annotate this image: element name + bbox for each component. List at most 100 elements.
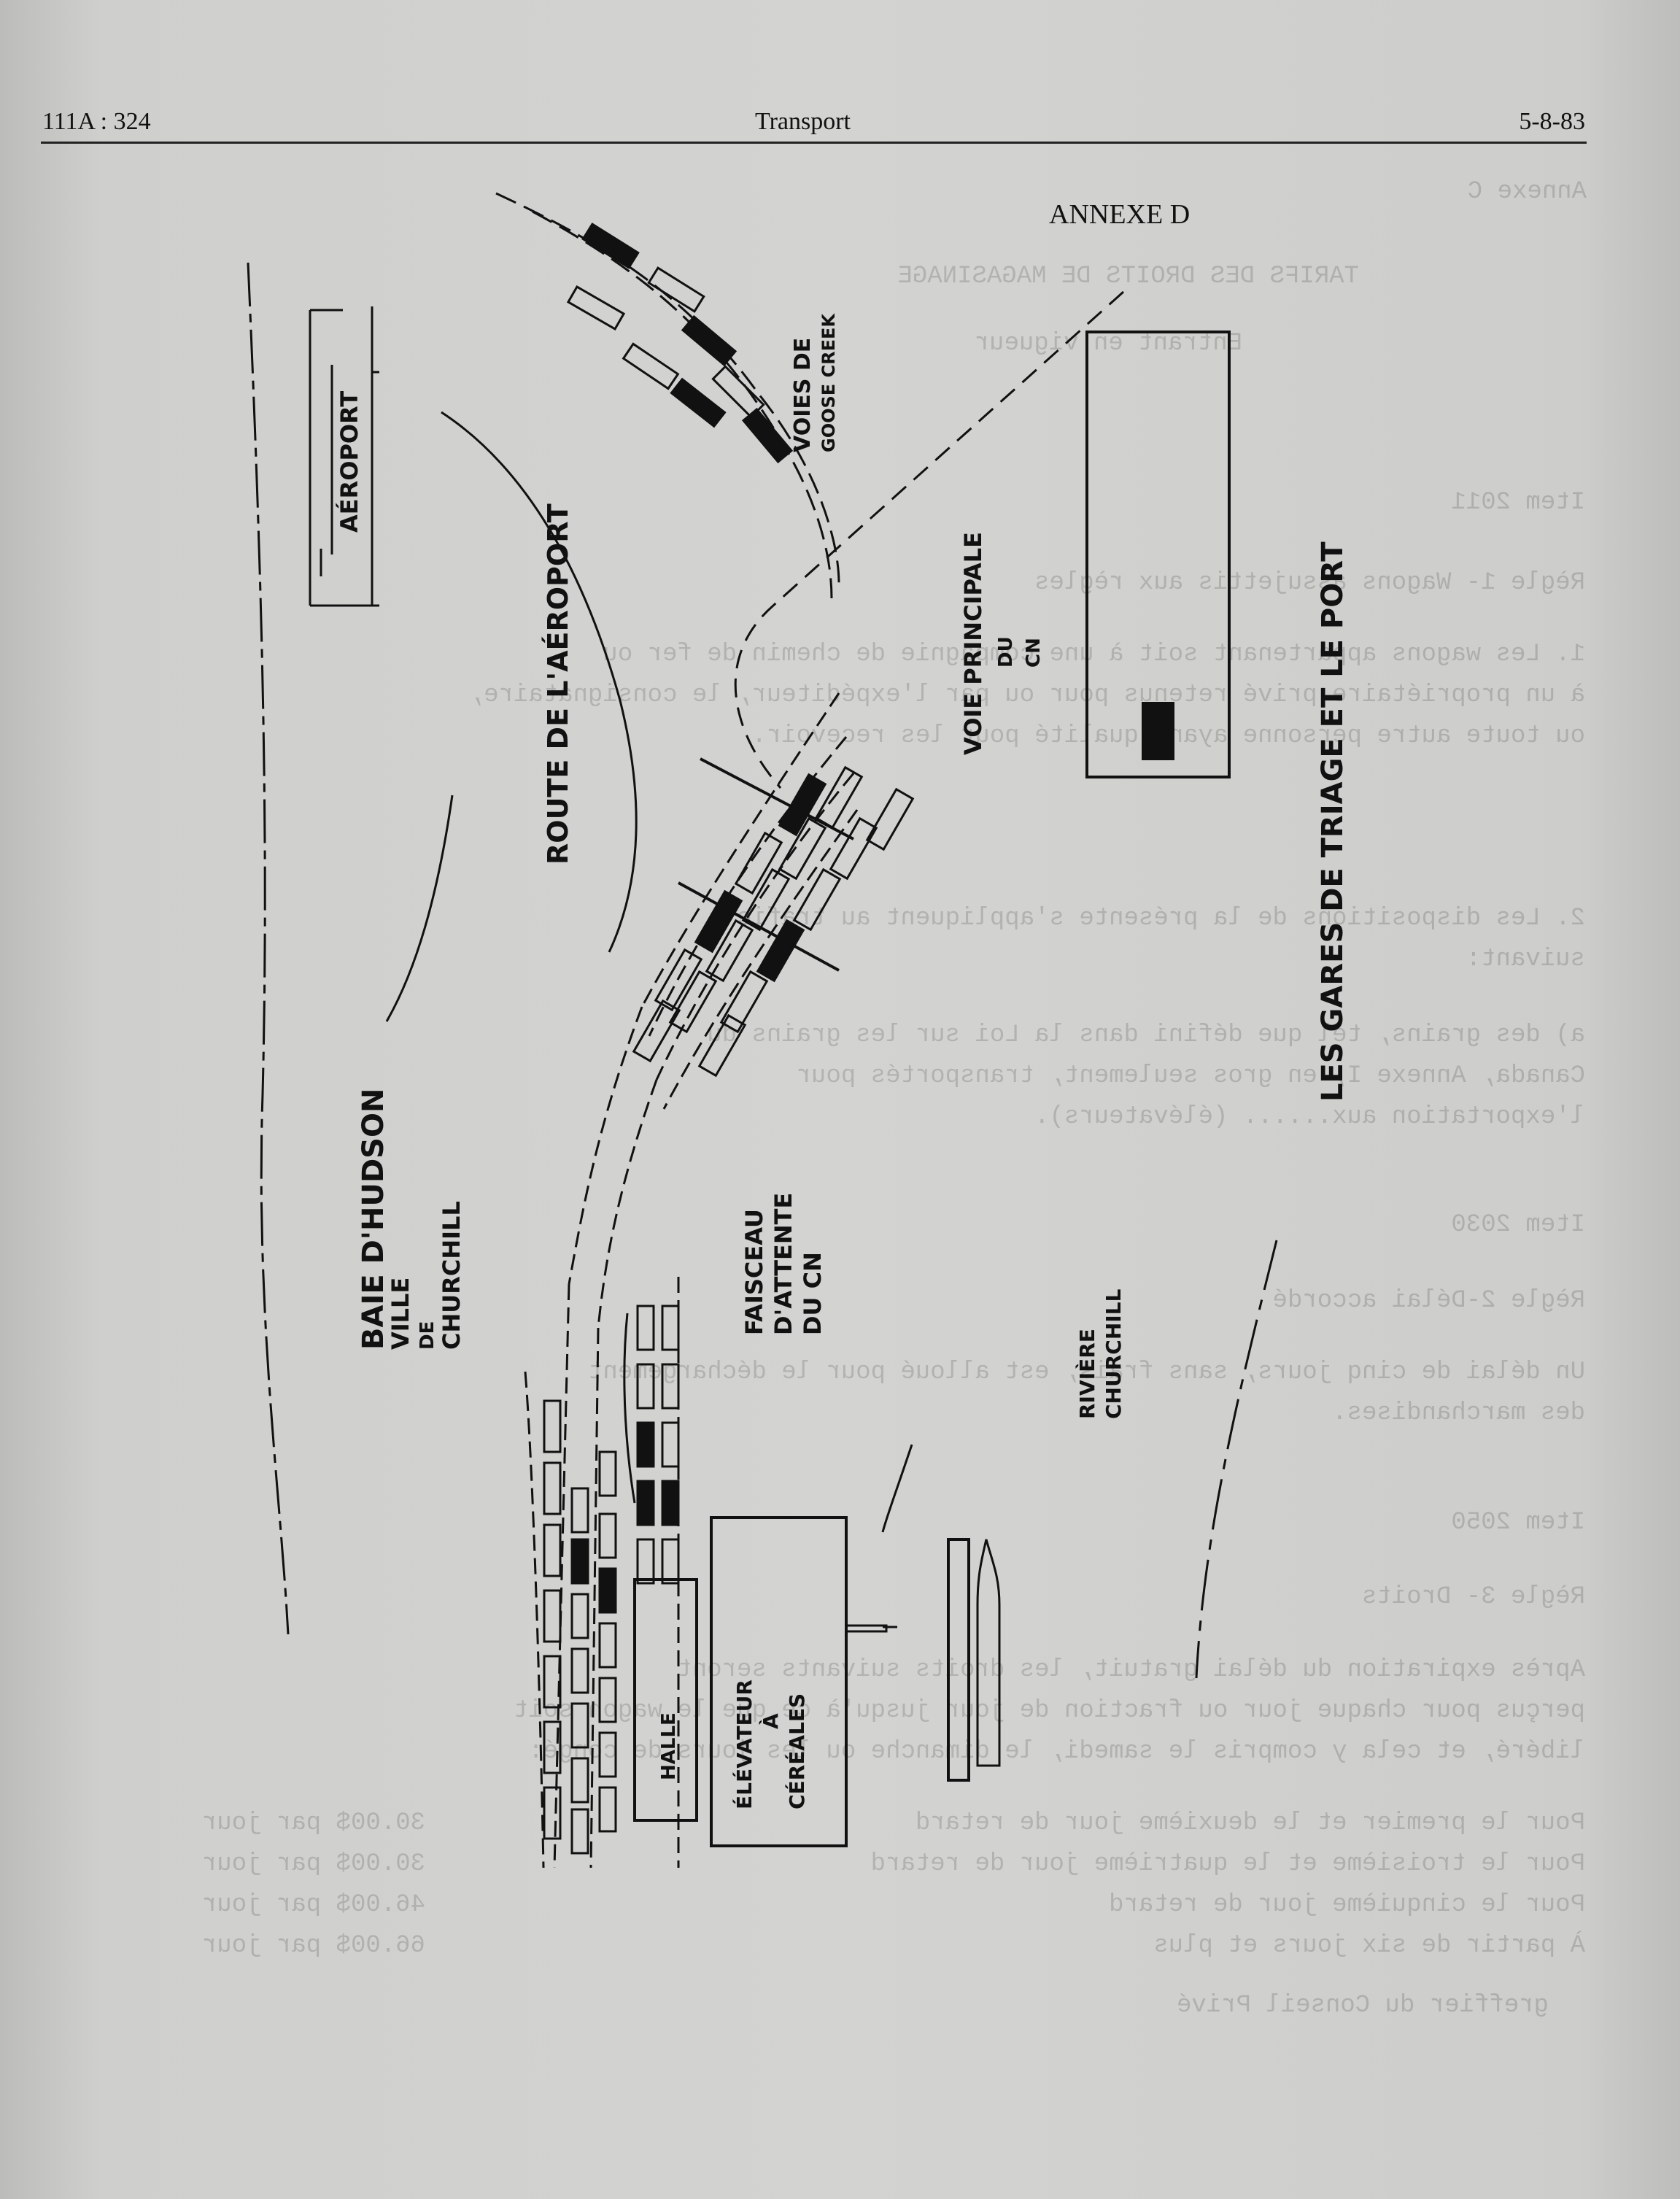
section-title: Transport bbox=[755, 108, 851, 135]
port-track bbox=[524, 1371, 545, 1868]
rail-wagon bbox=[570, 1538, 589, 1585]
rail-wagon bbox=[734, 831, 783, 895]
churchill-river-bank bbox=[1195, 1240, 1278, 1679]
label-cn-main-line-line: DU bbox=[995, 636, 1017, 668]
elevator-gallery bbox=[845, 1624, 888, 1633]
rail-wagon bbox=[570, 1702, 589, 1749]
rail-wagon bbox=[566, 285, 626, 331]
rail-wagon bbox=[668, 970, 718, 1034]
grain-elevator bbox=[710, 1516, 848, 1847]
goose-creek-track bbox=[532, 210, 833, 599]
rail-wagon bbox=[694, 889, 743, 954]
rail-wagon bbox=[570, 1808, 589, 1855]
hudson-bay-shoreline bbox=[247, 262, 290, 1635]
rail-wagon bbox=[647, 266, 705, 313]
airport-runway bbox=[309, 306, 379, 607]
airport-road bbox=[441, 411, 638, 953]
rail-wagon bbox=[598, 1567, 617, 1614]
label-churchill-town: VILLE DE CHURCHILL bbox=[387, 1201, 465, 1350]
rail-wagon bbox=[622, 342, 680, 390]
airport-road-left-edge bbox=[385, 795, 454, 1022]
port-track bbox=[623, 1313, 636, 1504]
label-churchill-town-line: DE bbox=[417, 1321, 438, 1350]
yard-track bbox=[568, 1006, 643, 1285]
rail-wagon bbox=[681, 314, 738, 367]
rail-wagon bbox=[756, 919, 805, 983]
rail-wagon bbox=[543, 1589, 562, 1643]
port-track bbox=[553, 1283, 570, 1868]
rail-wagon bbox=[654, 948, 703, 1012]
rail-wagon bbox=[570, 1487, 589, 1534]
rail-wagon bbox=[829, 816, 878, 881]
rail-wagon bbox=[792, 867, 842, 932]
freight-shed bbox=[633, 1578, 698, 1822]
rail-wagon bbox=[598, 1677, 617, 1723]
rail-wagon bbox=[598, 1512, 617, 1559]
rail-wagon bbox=[543, 1655, 562, 1709]
label-goose-creek-line: VOIES DE bbox=[790, 338, 816, 452]
label-churchill-river: RIVIÈRE CHURCHILL bbox=[1075, 1288, 1126, 1419]
document-date: 5-8-83 bbox=[1519, 108, 1585, 135]
label-grain-elevator-line: CÉRÉALES bbox=[784, 1693, 809, 1809]
rail-wagon bbox=[636, 1538, 655, 1585]
rail-wagon bbox=[570, 1647, 589, 1694]
label-grain-elevator-line: À bbox=[758, 1713, 783, 1729]
yard-track bbox=[597, 1079, 658, 1329]
rail-wagon bbox=[778, 816, 827, 881]
label-goose-creek: VOIES DE GOOSE CREEK bbox=[790, 313, 839, 452]
rail-wagon bbox=[598, 1731, 617, 1778]
rail-wagon bbox=[543, 1461, 562, 1515]
yard-crossroads bbox=[678, 757, 854, 972]
yard-track bbox=[655, 773, 855, 1081]
port-wagons bbox=[543, 1305, 680, 1855]
label-churchill-town-line: CHURCHILL bbox=[438, 1201, 465, 1350]
label-cn-holding-yard-line: DU CN bbox=[799, 1252, 827, 1335]
holding-yard-wagons bbox=[632, 765, 915, 1078]
rail-wagon bbox=[543, 1399, 562, 1453]
dock bbox=[947, 1538, 970, 1782]
label-churchill-river-line: RIVIÈRE bbox=[1075, 1329, 1099, 1419]
label-cn-holding-yard-line: D'ATTENTE bbox=[770, 1193, 797, 1335]
rail-wagon bbox=[543, 1786, 562, 1840]
label-grain-elevator: ÉLÉVATEUR À CÉRÉALES bbox=[732, 1680, 809, 1809]
rail-wagon bbox=[719, 970, 769, 1034]
rail-wagon bbox=[581, 223, 640, 269]
rail-wagon bbox=[598, 1450, 617, 1497]
rail-wagon bbox=[632, 999, 681, 1063]
rail-wagon bbox=[865, 787, 915, 851]
rail-wagon bbox=[778, 773, 827, 837]
goose-creek-wagons bbox=[566, 223, 794, 464]
rail-wagon bbox=[661, 1538, 680, 1585]
label-hudson-bay: BAIE D'HUDSON bbox=[357, 1089, 390, 1350]
label-cn-main-line-line: VOIE PRINCIPALE bbox=[959, 532, 987, 755]
label-cn-holding-yard-line: FAISCEAU bbox=[740, 1209, 768, 1335]
rail-wagon bbox=[697, 1013, 747, 1078]
rail-wagon bbox=[705, 919, 754, 983]
ship bbox=[976, 1539, 1001, 1767]
label-goose-creek-line: GOOSE CREEK bbox=[818, 313, 839, 452]
churchill-river-bank bbox=[881, 1444, 913, 1533]
port-building bbox=[1142, 702, 1174, 760]
rail-wagon bbox=[636, 1305, 655, 1351]
rail-wagon bbox=[570, 1757, 589, 1804]
label-churchill-river-line: CHURCHILL bbox=[1102, 1288, 1126, 1419]
label-airport: AÉROPORT bbox=[336, 391, 363, 533]
rail-wagon bbox=[661, 1421, 680, 1468]
yard-track bbox=[662, 809, 859, 1110]
goose-creek-track bbox=[495, 192, 840, 584]
rail-wagon bbox=[636, 1480, 655, 1526]
rail-wagon bbox=[636, 1421, 655, 1468]
label-airport-road: ROUTE DE L'AÉROPORT bbox=[542, 503, 574, 865]
rail-wagon bbox=[741, 867, 791, 932]
label-cn-main-line: VOIE PRINCIPALE DU CN bbox=[959, 532, 1045, 755]
label-cn-holding-yard: FAISCEAU D'ATTENTE DU CN bbox=[740, 1193, 827, 1335]
rail-wagon bbox=[636, 1363, 655, 1410]
document-code: 111A : 324 bbox=[42, 108, 151, 135]
label-grain-elevator-line: ÉLÉVATEUR bbox=[732, 1680, 756, 1809]
yard-track bbox=[640, 692, 840, 1008]
rail-wagon bbox=[598, 1622, 617, 1669]
annex-title: ANNEXE D bbox=[1049, 199, 1191, 230]
port-yard bbox=[1085, 331, 1231, 778]
